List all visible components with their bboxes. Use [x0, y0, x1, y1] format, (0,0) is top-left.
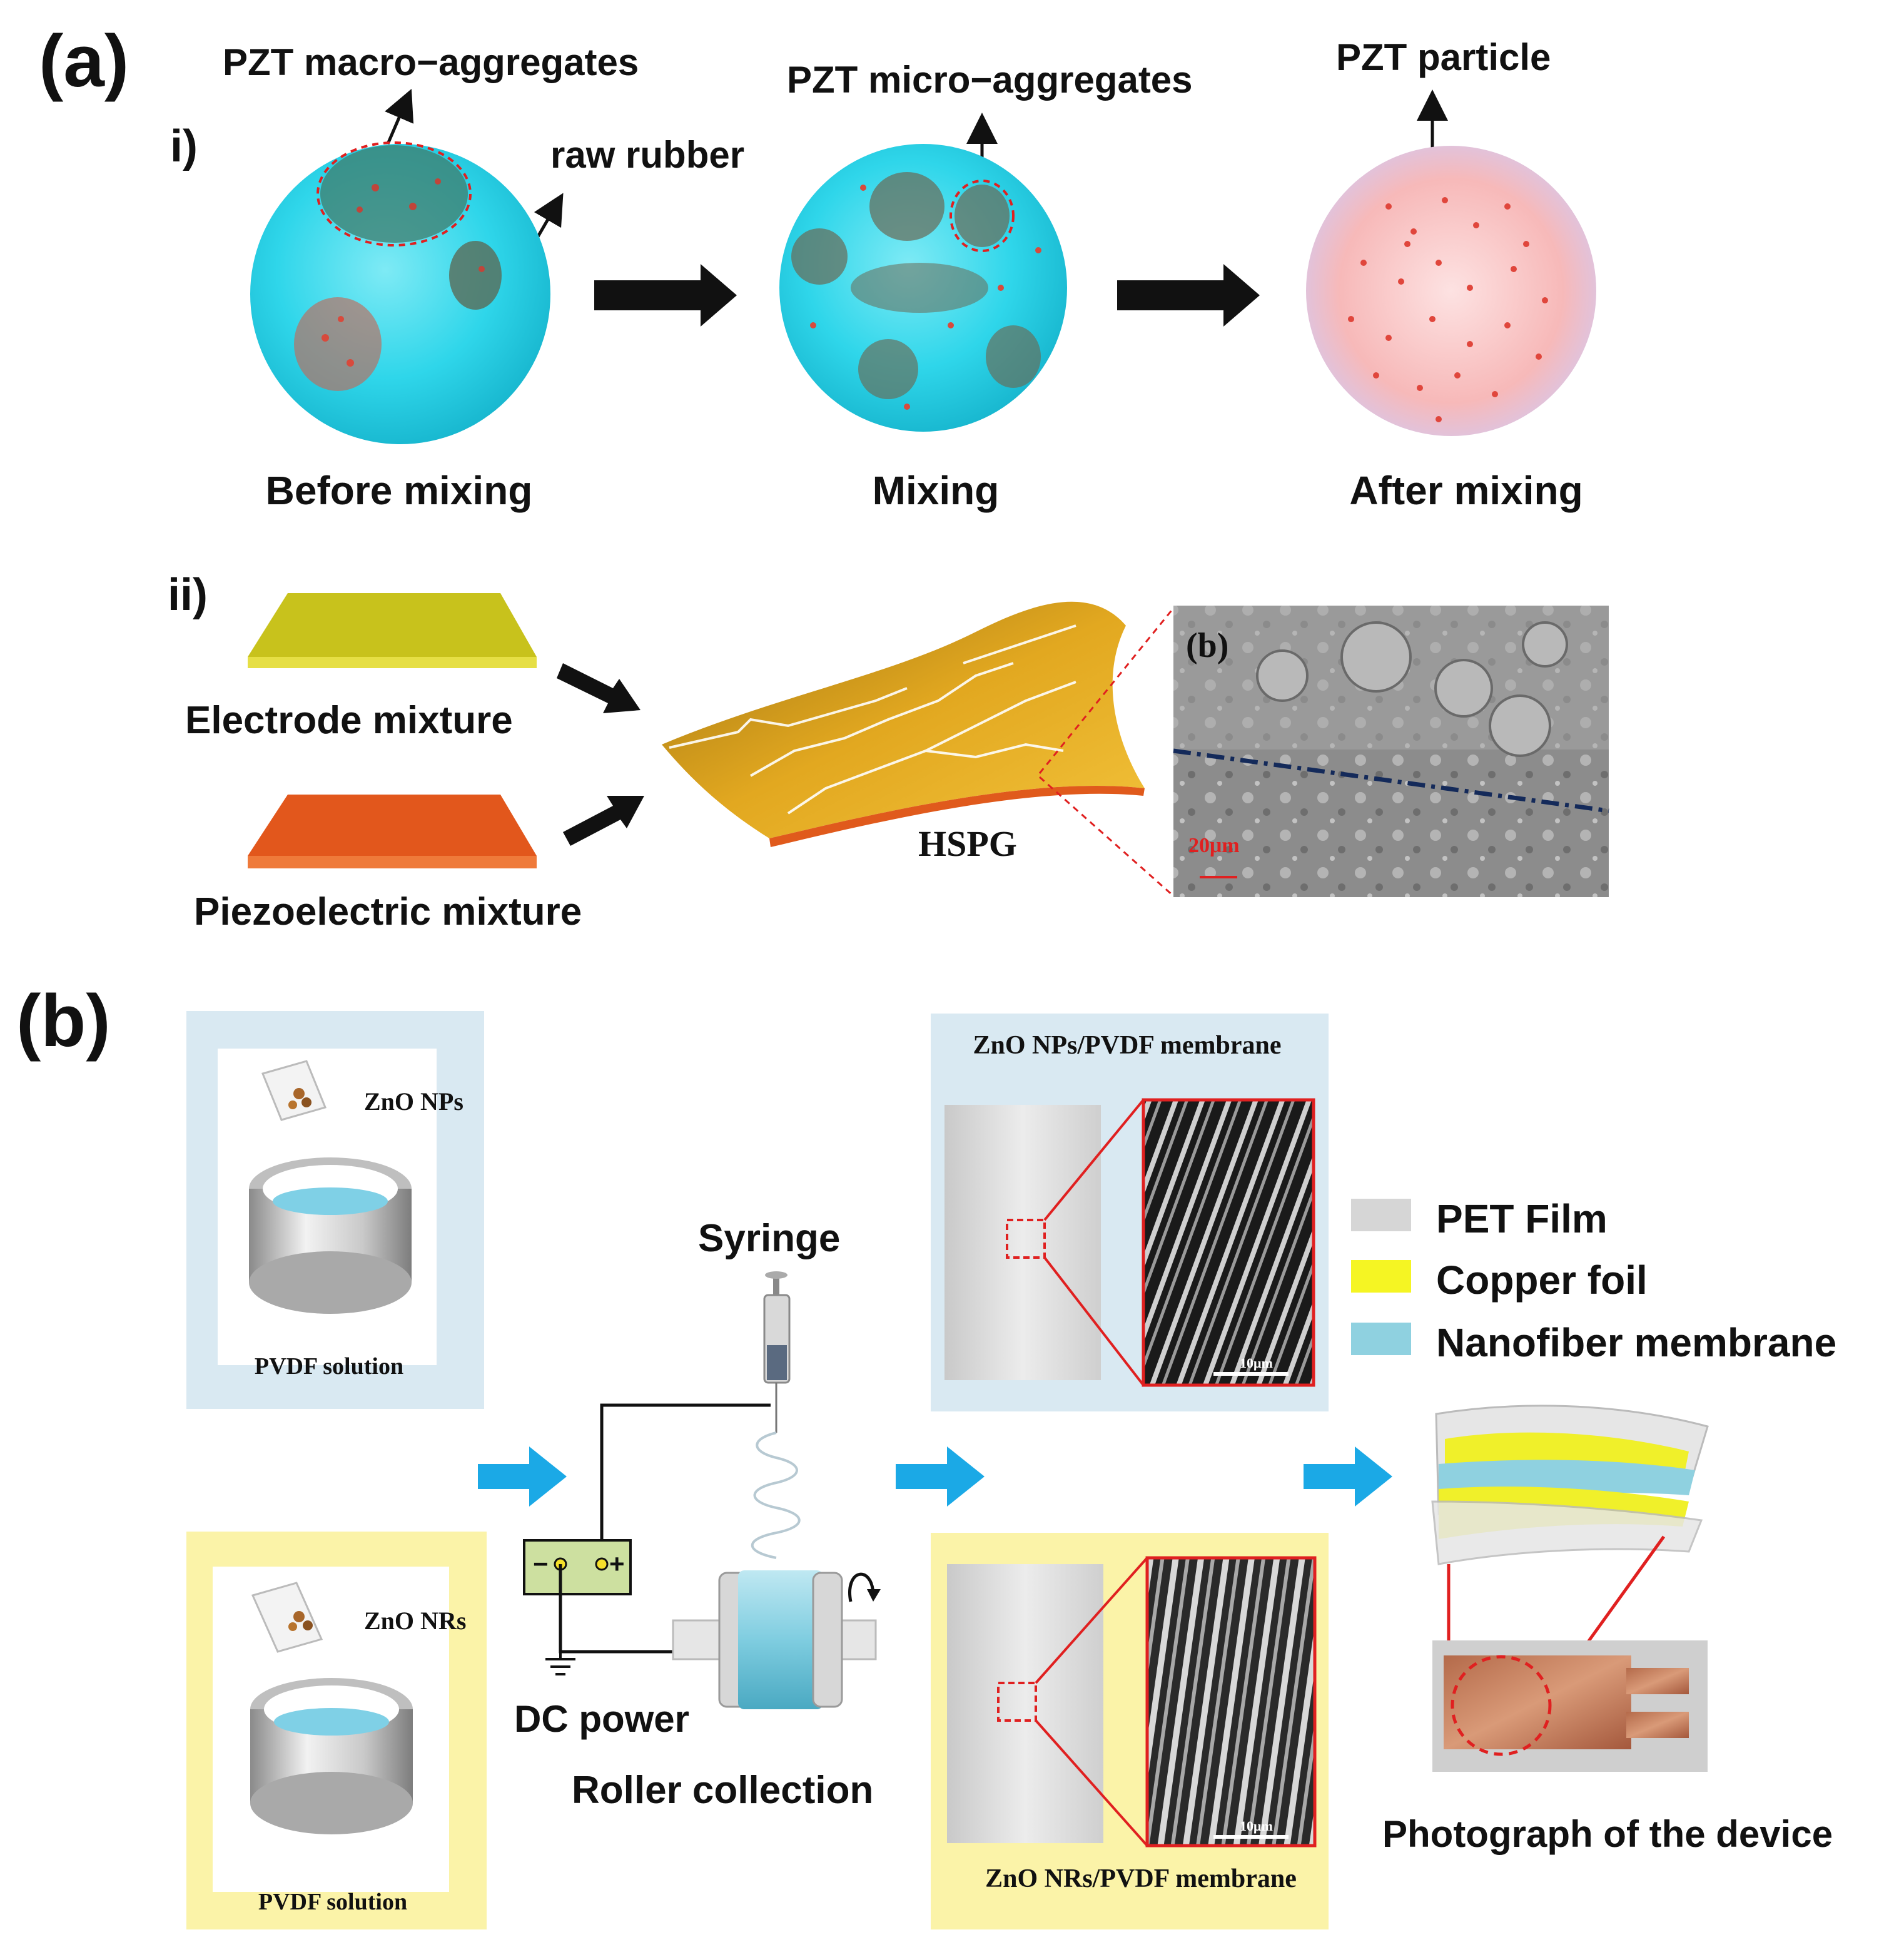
nps-preparation-box [186, 1011, 484, 1409]
combine-arrow-top [557, 663, 641, 713]
micro-aggregates-label: PZT micro−aggregates [787, 59, 1193, 101]
dc-power-label: DC power [514, 1698, 689, 1740]
legend-swatch-nanofiber [1351, 1323, 1411, 1355]
raw-rubber-label: raw rubber [550, 134, 744, 176]
sphere-before-mixing [250, 141, 550, 444]
nps-membrane-box [931, 1014, 1329, 1411]
zno-nps-label: ZnO NPs [364, 1087, 463, 1116]
nps-membrane-label: ZnO NPs/PVDF membrane [973, 1031, 1281, 1060]
zoom-line-bottom [1039, 776, 1174, 897]
legend-label-copper: Copper foil [1436, 1258, 1648, 1303]
panel-a-letter: (a) [39, 20, 129, 103]
piezoelectric-mixture-slab [248, 795, 537, 868]
process-arrow-1 [478, 1446, 567, 1507]
legend-swatch-copper [1351, 1260, 1411, 1293]
sphere-mixing [779, 144, 1067, 432]
pvdf-solution-label-top: PVDF solution [255, 1353, 403, 1380]
legend-label-nanofiber: Nanofiber membrane [1436, 1320, 1836, 1365]
device-layer-stack [1431, 1405, 1709, 1565]
nrs-membrane-label: ZnO NRs/PVDF membrane [985, 1864, 1297, 1893]
zno-nrs-label: ZnO NRs [364, 1607, 466, 1635]
process-arrow-3 [1304, 1446, 1392, 1507]
mixing-arrow-1 [594, 264, 737, 327]
electrode-mixture-slab [248, 593, 537, 668]
sphere-after-mixing [1306, 146, 1596, 436]
macro-pointer-arrow [385, 89, 414, 145]
process-arrow-2 [896, 1446, 985, 1507]
legend-swatch-pet [1351, 1199, 1411, 1231]
pvdf-solution-label-bottom: PVDF solution [258, 1889, 407, 1915]
nrs-sem-scale: 10μm [1240, 1818, 1273, 1834]
hspg-device [662, 601, 1145, 847]
electrode-mixture-label: Electrode mixture [185, 699, 513, 742]
dc-minus-sign: − [533, 1549, 549, 1578]
sem-cross-section-image [1173, 606, 1609, 897]
stage-caption-before: Before mixing [266, 468, 533, 513]
nrs-membrane-box [931, 1533, 1329, 1929]
syringe-label: Syringe [698, 1217, 840, 1260]
nps-sem-scale: 10μm [1240, 1355, 1273, 1371]
legend-label-pet: PET Film [1436, 1196, 1608, 1241]
pzt-particle-label: PZT particle [1336, 36, 1551, 78]
roller-collection-label: Roller collection [572, 1769, 873, 1812]
photo-caption: Photograph of the device [1382, 1813, 1833, 1855]
stage-caption-mixing: Mixing [873, 468, 1000, 513]
panel-b-letter: (b) [16, 980, 111, 1062]
electrospinning-setup [523, 1271, 881, 1709]
device-photograph [1432, 1640, 1708, 1772]
hspg-label: HSPG [918, 823, 1017, 864]
part-i-label: i) [170, 121, 198, 171]
zoom-line-top [1038, 607, 1175, 774]
layer-legend [1351, 1199, 1411, 1355]
dc-plus-sign: + [609, 1549, 625, 1578]
nrs-preparation-box [186, 1532, 487, 1929]
combine-arrow-bottom [563, 796, 644, 846]
mixing-arrow-2 [1117, 264, 1260, 327]
sem-panel-letter: (b) [1186, 626, 1228, 665]
macro-aggregates-label: PZT macro−aggregates [223, 41, 639, 83]
piezoelectric-mixture-label: Piezoelectric mixture [194, 890, 582, 933]
sem-scale-label: 20μm [1188, 834, 1240, 857]
stage-caption-after: After mixing [1349, 468, 1582, 513]
part-ii-label: ii) [168, 570, 208, 620]
